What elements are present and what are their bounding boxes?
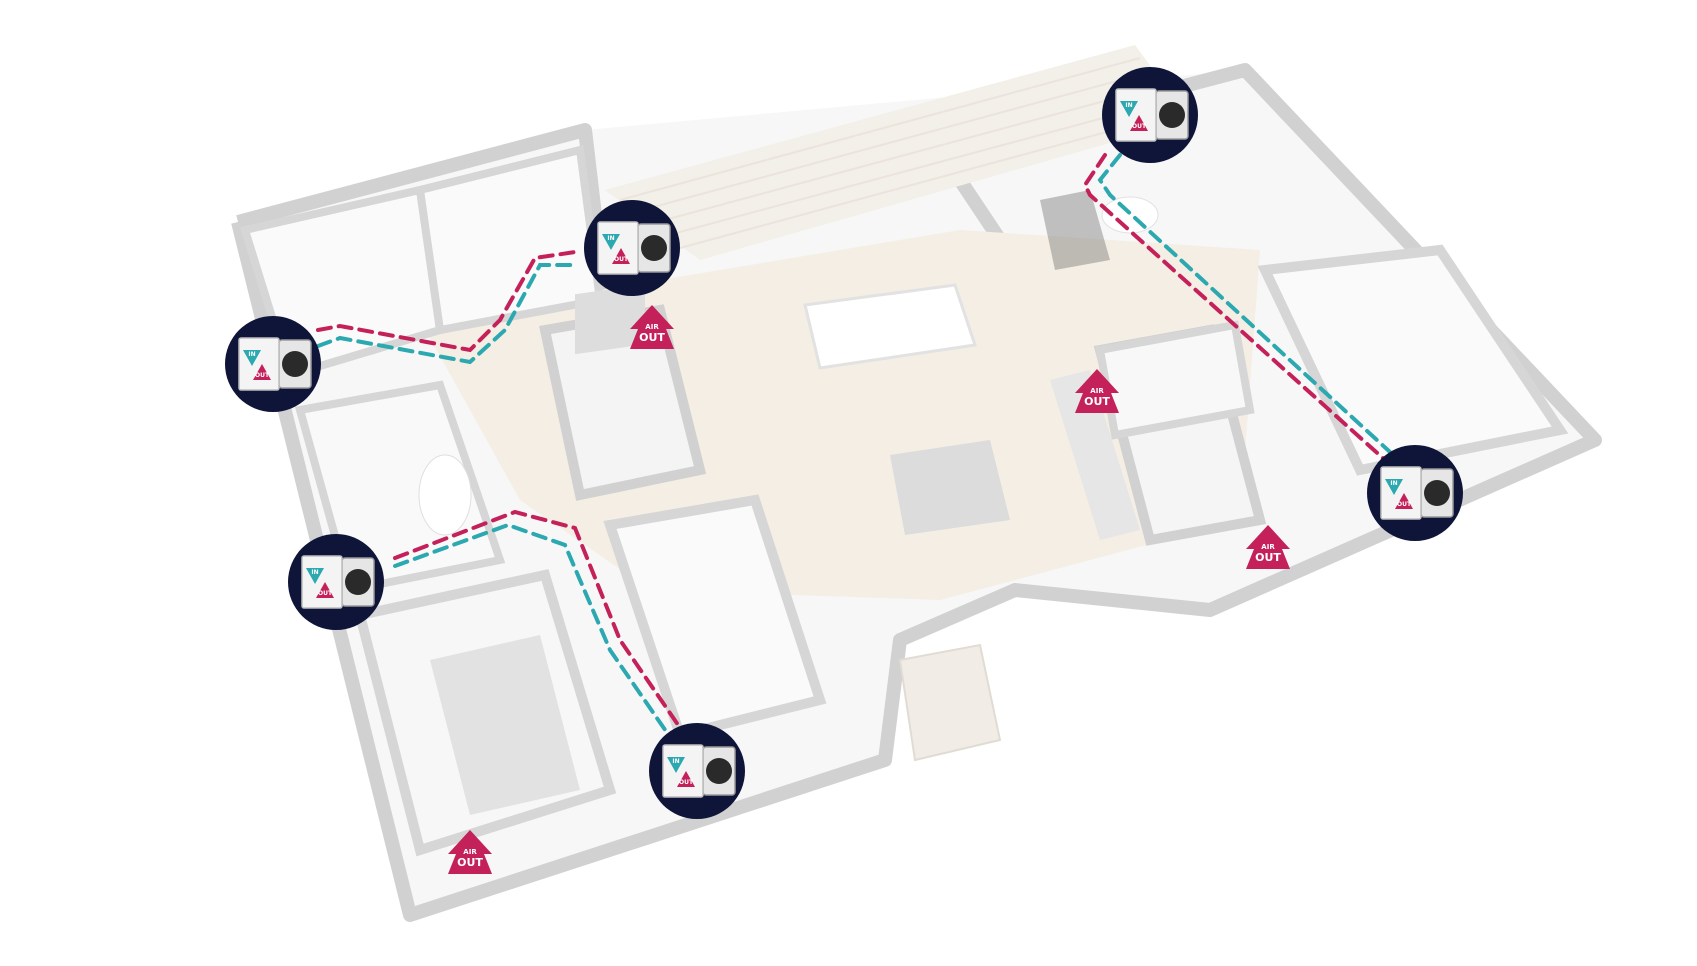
unit-panel-in-label: IN <box>1390 480 1397 487</box>
room-east-bedroom <box>1257 244 1569 476</box>
room-south-bedroom <box>603 494 827 741</box>
unit-panel-in-label: IN <box>311 569 318 576</box>
mvhr-unit-icon: IN OUT <box>1380 466 1454 520</box>
duct-extract-west-north <box>316 250 577 353</box>
air-out-line1: AIR <box>463 848 477 856</box>
unit-panel-out-label: OUT <box>679 779 694 786</box>
kitchen-counter <box>1050 370 1140 540</box>
terrace-planks <box>619 57 1181 249</box>
mvhr-unit-icon: IN OUT <box>597 221 671 275</box>
air-out-arrow-icon <box>448 830 492 874</box>
unit-panel-in-label: IN <box>1125 102 1132 109</box>
duct-supply-west-north <box>316 263 580 365</box>
unit-panel-out-label: OUT <box>614 256 629 263</box>
kitchen-island <box>890 440 1010 535</box>
air-out-line2: OUT <box>1084 395 1110 408</box>
ventilation-units: IN OUT IN OUT IN OUT IN OUT IN OUT IN OUT <box>225 67 1463 819</box>
duct-extract-lounge-south <box>393 509 687 737</box>
duct-supply-lounge-south <box>393 522 672 739</box>
unit-panel-out-label: OUT <box>318 590 333 597</box>
air-out-arrow-icon <box>630 305 674 349</box>
duct-supply-living-east <box>1097 153 1392 454</box>
entrance-steps <box>898 643 1002 762</box>
unit-panel-in-label: IN <box>672 758 679 765</box>
sofa <box>1040 190 1110 270</box>
duct-extract-living-east <box>1082 153 1387 462</box>
unit-east-bedroom: IN OUT <box>1367 445 1463 541</box>
terrace-deck <box>605 45 1190 260</box>
air-out-line1: AIR <box>645 323 659 331</box>
mvhr-unit-icon: IN OUT <box>662 744 736 798</box>
mvhr-unit-icon: IN OUT <box>301 555 375 609</box>
bed-south-west <box>430 635 580 815</box>
bathroom-fixture <box>575 284 645 355</box>
mvhr-unit-icon: IN OUT <box>1115 88 1189 142</box>
air-out-arrow-icon <box>1246 525 1290 569</box>
unit-panel-out-label: OUT <box>1132 123 1147 130</box>
unit-south-bedroom: IN OUT <box>649 723 745 819</box>
round-table <box>418 454 472 536</box>
air-out-line2: OUT <box>1255 551 1281 564</box>
duct-routes <box>316 153 1392 739</box>
air-out-arrow-icon <box>1075 369 1119 413</box>
unit-north-bedroom: IN OUT <box>584 200 680 296</box>
unit-west-bedroom: IN OUT <box>225 316 321 412</box>
unit-panel-out-label: OUT <box>255 372 270 379</box>
unit-panel-out-label: OUT <box>1397 501 1412 508</box>
dining-table <box>803 283 977 370</box>
mvhr-unit-icon: IN OUT <box>238 337 312 391</box>
air-out-line1: AIR <box>1090 387 1104 395</box>
air-out-line2: OUT <box>639 331 665 344</box>
air-out-line1: AIR <box>1261 543 1275 551</box>
unit-living-room: IN OUT <box>1102 67 1198 163</box>
air-out-line2: OUT <box>457 856 483 869</box>
unit-panel-in-label: IN <box>607 235 614 242</box>
unit-west-lounge: IN OUT <box>288 534 384 630</box>
unit-panel-in-label: IN <box>248 351 255 358</box>
